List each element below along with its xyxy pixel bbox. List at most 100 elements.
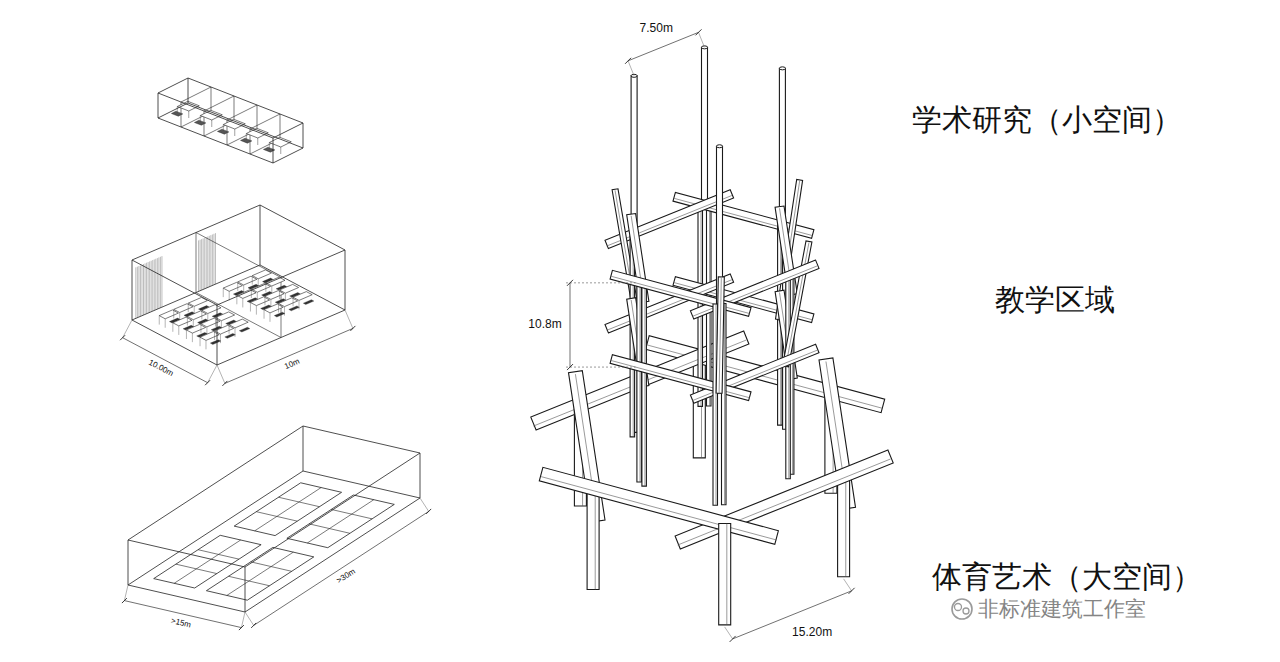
box-edge (345, 250, 346, 310)
curtain (151, 261, 152, 312)
ring-beam-edge (611, 361, 750, 398)
partition-wall (234, 96, 235, 121)
ring-beam (690, 344, 819, 403)
desk-leg (165, 319, 166, 328)
box-edge (273, 138, 274, 163)
desk-leg (252, 276, 253, 285)
column-edge (724, 304, 725, 505)
box-edge (158, 93, 159, 118)
partition-wall (204, 96, 234, 111)
extension-line (725, 627, 733, 639)
dimension-label: 10.00m (147, 358, 175, 379)
partition-wall (211, 87, 212, 112)
zone-label: 体育艺术（大空间） (932, 560, 1202, 595)
box-edge (132, 265, 260, 320)
box-edge (420, 453, 421, 498)
desk-leg (200, 324, 201, 333)
column (786, 278, 791, 479)
court-line (229, 576, 270, 585)
desk-leg (229, 291, 230, 300)
dimension-line (733, 591, 852, 639)
partition-wall (196, 233, 281, 278)
curtain (160, 257, 161, 308)
partition-wall (257, 105, 258, 130)
desk-leg (220, 334, 221, 343)
brace (716, 277, 724, 393)
court-line (256, 512, 297, 521)
desk-leg (279, 290, 280, 299)
ring-beam-edge (611, 276, 750, 313)
desk-leg (215, 318, 216, 327)
pole (702, 47, 708, 205)
box-edge (217, 310, 345, 365)
desk-leg (200, 337, 201, 346)
pole-cap (779, 67, 785, 70)
space-dimensions (120, 310, 431, 630)
chair (171, 111, 182, 116)
court (206, 547, 313, 600)
column-edge (595, 488, 596, 589)
desk-leg (242, 298, 243, 307)
column-edge (792, 273, 793, 474)
ring-beam-edge (692, 266, 817, 317)
curtain (145, 263, 146, 314)
dimension-label: >15m (170, 616, 192, 630)
dimension-label: 10.8m (526, 318, 563, 332)
desk-leg (293, 297, 294, 306)
curtain (157, 258, 158, 309)
partition-wall (250, 114, 280, 129)
extension-line (245, 612, 254, 625)
court-line (307, 500, 374, 543)
desk (265, 291, 284, 300)
curtain (161, 256, 162, 307)
court-line (176, 564, 217, 573)
curtain (209, 236, 210, 287)
watermark: 非标准建筑工作室 (978, 597, 1146, 621)
desk (264, 304, 283, 313)
ring-beam (690, 260, 819, 319)
desk-leg (172, 323, 173, 332)
ring-beam (610, 270, 751, 316)
box-edge (128, 585, 245, 612)
desk-leg (186, 330, 187, 339)
curtain (154, 259, 155, 310)
curtain (204, 238, 205, 289)
pole-cap (716, 145, 722, 148)
dimension-tick (239, 625, 244, 630)
desk (251, 283, 270, 292)
column (838, 475, 850, 576)
small-space-box (158, 78, 303, 163)
box-edge (158, 78, 188, 93)
large-space-box (128, 426, 420, 612)
ring-beam (610, 355, 751, 401)
box-edge (273, 148, 303, 163)
desk-leg (269, 313, 270, 322)
zone-label: 学术研究（小空间） (912, 103, 1182, 138)
box-edge (158, 118, 273, 163)
dimension-label: >30m (335, 567, 357, 586)
column (587, 488, 599, 589)
dimension-tick (120, 335, 125, 340)
structure (531, 46, 893, 625)
extension-line (628, 61, 634, 76)
desk (280, 284, 299, 293)
column-edge (788, 278, 789, 479)
dimension-label: 10m (283, 357, 301, 372)
curtain (200, 240, 201, 291)
structure-dimensions (566, 29, 855, 642)
curtain (198, 240, 199, 291)
desk (187, 311, 206, 320)
desk-leg (280, 147, 281, 154)
desk-leg (173, 309, 174, 318)
chair (194, 120, 206, 125)
desk-leg (234, 129, 235, 136)
desk (173, 317, 192, 326)
desk-leg (188, 111, 189, 118)
extension-line (844, 579, 852, 591)
desk (237, 290, 256, 299)
extension-line (420, 498, 429, 511)
ring-beam-edge (678, 459, 891, 545)
curtain (213, 234, 214, 285)
